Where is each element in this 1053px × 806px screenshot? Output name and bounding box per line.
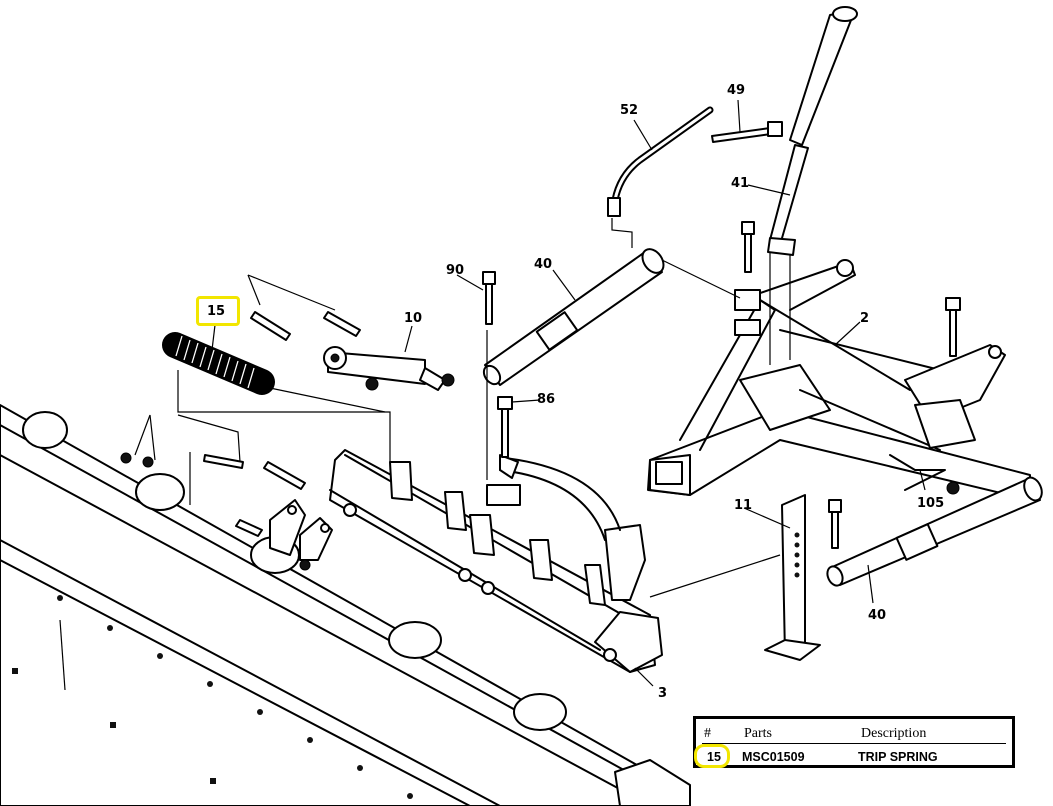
callout-90: 90 xyxy=(446,263,464,278)
callouts: 15 10 90 40 52 49 41 2 86 105 11 40 3 xyxy=(207,83,944,701)
callout-11: 11 xyxy=(734,498,752,513)
callout-3: 3 xyxy=(658,686,667,701)
parts-table: # Parts Description 15 MSC01509 TRIP SPR… xyxy=(693,716,1015,768)
header-num: # xyxy=(704,726,711,741)
cylinder-10 xyxy=(323,346,455,391)
main-frame-3 xyxy=(329,449,663,673)
parts-table-header: # Parts Description xyxy=(696,726,1012,742)
callout-49: 49 xyxy=(727,83,745,98)
row-description: TRIP SPRING xyxy=(858,750,938,764)
callout-10: 10 xyxy=(404,311,422,326)
callout-86: 86 xyxy=(537,392,555,407)
row-num-highlight xyxy=(694,744,730,768)
callout-40-upper: 40 xyxy=(534,257,552,272)
callout-52: 52 xyxy=(620,103,638,118)
header-divider xyxy=(702,743,1006,744)
header-parts: Parts xyxy=(744,726,772,741)
header-description: Description xyxy=(861,726,927,741)
pivot-plates xyxy=(269,499,333,571)
row-num: 15 xyxy=(707,750,721,764)
table-row: 15 MSC01509 TRIP SPRING xyxy=(696,750,1012,766)
trip-spring-coil xyxy=(162,332,275,395)
jack-stand-11 xyxy=(764,494,821,661)
callout-105: 105 xyxy=(917,496,944,511)
bolts-upper xyxy=(120,311,361,537)
leader-lines xyxy=(134,99,926,687)
row-part: MSC01509 xyxy=(742,750,805,764)
callout-2: 2 xyxy=(860,311,869,326)
lever-41 xyxy=(767,6,858,256)
hose-52 xyxy=(607,106,714,217)
callout-41: 41 xyxy=(731,176,749,191)
callout-15: 15 xyxy=(207,304,225,319)
callout-15-highlight xyxy=(196,296,240,326)
callout-40-lower: 40 xyxy=(868,608,886,623)
bolt-86 xyxy=(497,396,513,458)
hitch-frame-2 xyxy=(647,259,1031,501)
cylinder-40-lower xyxy=(826,476,1043,587)
bolts-hitch xyxy=(741,221,961,549)
cylinder-40-upper xyxy=(482,248,665,386)
bolt-90 xyxy=(482,271,496,325)
